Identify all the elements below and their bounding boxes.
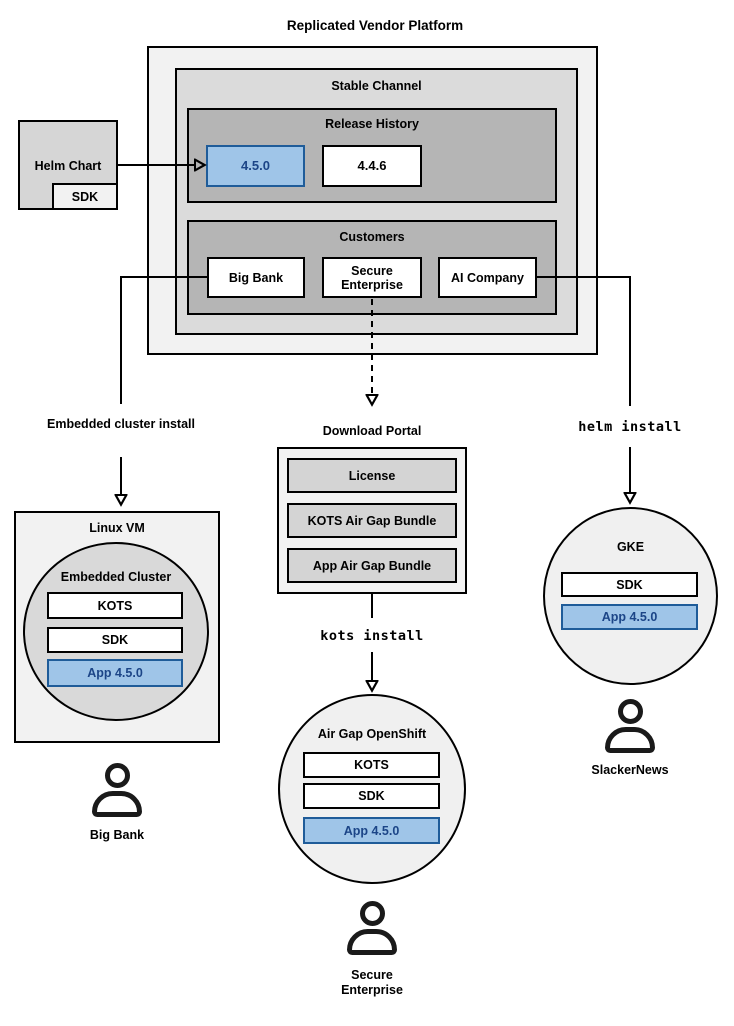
customer-big-bank-box: Big Bank <box>207 257 305 298</box>
person-head-icon <box>104 763 130 788</box>
person-body-icon <box>92 791 142 817</box>
license-box: License <box>287 458 457 493</box>
kots-box: KOTS <box>47 592 183 619</box>
slackernews-user-label: SlackerNews <box>591 763 669 777</box>
person-body-icon <box>605 727 655 753</box>
download-portal-title: Download Portal <box>322 424 422 438</box>
airgap-openshift-label: Air Gap OpenShift <box>317 727 427 741</box>
person-body-icon <box>347 929 397 955</box>
helm-chart-label: Helm Chart <box>34 159 102 173</box>
kots-airgap-bundle-box: KOTS Air Gap Bundle <box>287 503 457 538</box>
app-version-box: App 4.5.0 <box>47 659 183 687</box>
big-bank-user-label: Big Bank <box>89 828 145 842</box>
slackernews-person-icon <box>600 699 660 753</box>
person-head-icon <box>617 699 643 724</box>
release-4-5-0-box: 4.5.0 <box>206 145 305 187</box>
secure-enterprise-user-label: Secure Enterprise <box>341 968 403 997</box>
gke-label: GKE <box>616 540 645 554</box>
person-head-icon <box>359 901 385 926</box>
secure-enterprise-person-icon <box>342 901 402 955</box>
sdk-box: SDK <box>303 783 440 809</box>
big-bank-person-icon <box>87 763 147 817</box>
customers-label: Customers <box>339 230 405 244</box>
helm-install-label: helm install <box>578 419 682 435</box>
kots-box: KOTS <box>303 752 440 778</box>
kots-install-label: kots install <box>320 628 424 644</box>
app-airgap-bundle-box: App Air Gap Bundle <box>287 548 457 583</box>
embedded-cluster-install-label: Embedded cluster install <box>47 417 195 431</box>
release-4-4-6-box: 4.4.6 <box>322 145 422 187</box>
stable-channel-label: Stable Channel <box>331 79 422 93</box>
customer-ai-company-box: AI Company <box>438 257 537 298</box>
customer-secure-enterprise-box: Secure Enterprise <box>322 257 422 298</box>
embedded-cluster-label: Embedded Cluster <box>60 570 172 584</box>
helm-chart-sdk-box: SDK <box>52 183 118 210</box>
sdk-box: SDK <box>47 627 183 653</box>
app-version-box: App 4.5.0 <box>561 604 698 630</box>
sdk-box: SDK <box>561 572 698 597</box>
linux-vm-label: Linux VM <box>89 521 145 535</box>
app-version-box: App 4.5.0 <box>303 817 440 844</box>
release-history-label: Release History <box>325 117 419 131</box>
diagram-title: Replicated Vendor Platform <box>286 18 464 33</box>
